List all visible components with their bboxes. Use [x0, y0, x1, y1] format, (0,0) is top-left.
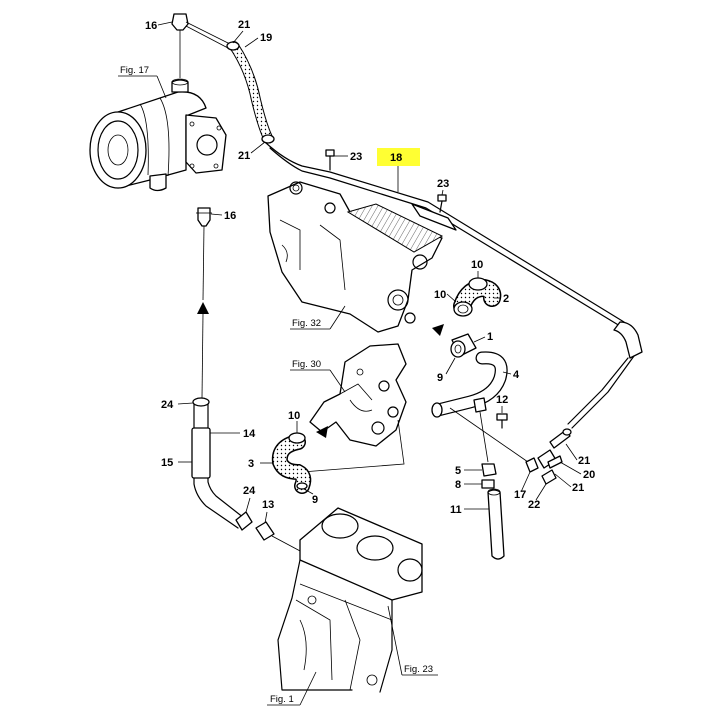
bolt-23-right — [437, 194, 447, 213]
figure-ref-label[interactable]: Fig. 30 — [292, 359, 321, 370]
clamp-8 — [481, 479, 495, 489]
callout-label: 22 — [528, 499, 540, 511]
callout-label: 13 — [262, 499, 274, 511]
callout-label: 10 — [471, 259, 483, 271]
clip-5 — [479, 411, 497, 477]
callout-label: 15 — [161, 457, 173, 469]
callout-labels: 16 21 19 21 16 23 18 23 10 10 2 1 9 4 12… — [145, 19, 595, 516]
callout-label: 1 — [487, 331, 493, 343]
water-hose-3 — [271, 432, 312, 494]
breather-hose-19 — [226, 41, 275, 144]
breather-fitting-top — [171, 13, 231, 78]
callout-label: 11 — [450, 504, 462, 516]
callout-label: 16 — [224, 210, 236, 222]
callout-label: 3 — [248, 458, 254, 470]
callout-label: 19 — [260, 32, 272, 44]
flow-arrow-icon — [432, 324, 444, 336]
callout-label: 10 — [434, 289, 446, 301]
callout-label: 2 — [503, 293, 509, 305]
callout-label: 21 — [572, 482, 584, 494]
callout-label: 14 — [243, 428, 256, 440]
breather-pipe-18 — [265, 142, 643, 429]
fitting-group-right — [525, 428, 572, 485]
hose-connector-1 — [450, 333, 477, 358]
figure-ref-label[interactable]: Fig. 1 — [270, 694, 294, 705]
drain-hose-11 — [487, 488, 505, 560]
callout-label: 10 — [288, 410, 300, 422]
callout-label: 8 — [455, 479, 461, 491]
callout-label: 21 — [238, 19, 250, 31]
callout-label: 21 — [238, 150, 250, 162]
callout-label: 4 — [513, 369, 520, 381]
water-pump — [301, 343, 407, 473]
callout-label: 5 — [455, 465, 461, 477]
highlight-marker — [377, 148, 420, 166]
figure-ref-label[interactable]: Fig. 32 — [292, 318, 321, 329]
figure-references: Fig. 17 Fig. 32 Fig. 30 Fig. 23 Fig. 1 — [120, 65, 433, 705]
callout-label: 9 — [437, 372, 443, 384]
breather-fitting-lower — [196, 207, 212, 399]
figure-ref-label[interactable]: Fig. 23 — [404, 664, 433, 675]
callout-label: 23 — [437, 178, 449, 190]
callout-label: 20 — [583, 469, 595, 481]
callout-label-highlighted: 18 — [390, 152, 402, 164]
callout-label: 16 — [145, 20, 157, 32]
bolt-12 — [496, 413, 508, 429]
air-cleaner-assembly — [89, 78, 227, 192]
callout-label: 17 — [514, 489, 526, 501]
water-hose-4 — [431, 351, 529, 463]
figure-ref-label[interactable]: Fig. 17 — [120, 65, 149, 76]
bolt-23-left — [325, 149, 335, 171]
elbow-hose-2 — [453, 277, 502, 317]
callout-label: 12 — [496, 394, 508, 406]
cylinder-block — [277, 507, 423, 693]
leader-lines — [118, 21, 582, 706]
callout-label: 24 — [161, 399, 174, 411]
callout-label: 23 — [350, 151, 362, 163]
callout-label: 24 — [243, 485, 256, 497]
callout-label: 9 — [312, 494, 318, 506]
cylinder-head — [267, 181, 444, 333]
drain-pipe-15 — [191, 397, 303, 553]
callout-label: 21 — [578, 455, 590, 467]
